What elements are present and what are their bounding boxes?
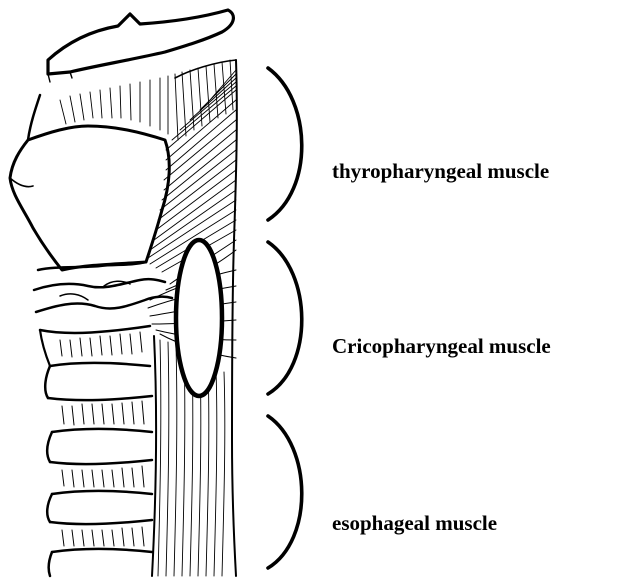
cricoid-fold-1: [38, 262, 146, 270]
thyropharyngeal-label: thyropharyngeal muscle: [332, 161, 549, 182]
cricopharyngeal-highlight-ellipse: [176, 240, 222, 396]
hyoid-bone: [48, 10, 233, 74]
bracket-esophageal: [268, 416, 302, 568]
tracheal-ring-2: [52, 429, 152, 432]
thyroid-back-outline: [28, 95, 40, 140]
esophagus-left-edge: [152, 336, 156, 576]
upper-hatching: [60, 60, 233, 140]
thyroid-notch: [10, 178, 33, 187]
trachea-left-edge-upper: [40, 330, 50, 366]
tracheal-ring-2b: [50, 460, 152, 464]
bracket-cricopharyngeal: [268, 242, 302, 394]
cricopharyngeal-label: Cricopharyngeal muscle: [332, 336, 551, 357]
pharynx-upper-edge: [175, 60, 236, 78]
thyroid-cartilage: [10, 126, 169, 270]
pharynx-right-edge: [232, 60, 237, 576]
bracket-thyropharyngeal: [268, 68, 302, 220]
cricoid-fold-4: [60, 294, 88, 300]
cricoid-ring: [40, 326, 150, 333]
esophageal-label: esophageal muscle: [332, 513, 497, 534]
tracheal-ring-1: [50, 363, 150, 366]
tracheal-ring-3b: [50, 520, 152, 524]
cricoid-fold-2: [34, 279, 165, 290]
tracheal-ring-1b: [48, 396, 152, 400]
tracheal-ring-3: [52, 491, 152, 494]
tracheal-ring-4: [52, 549, 152, 552]
